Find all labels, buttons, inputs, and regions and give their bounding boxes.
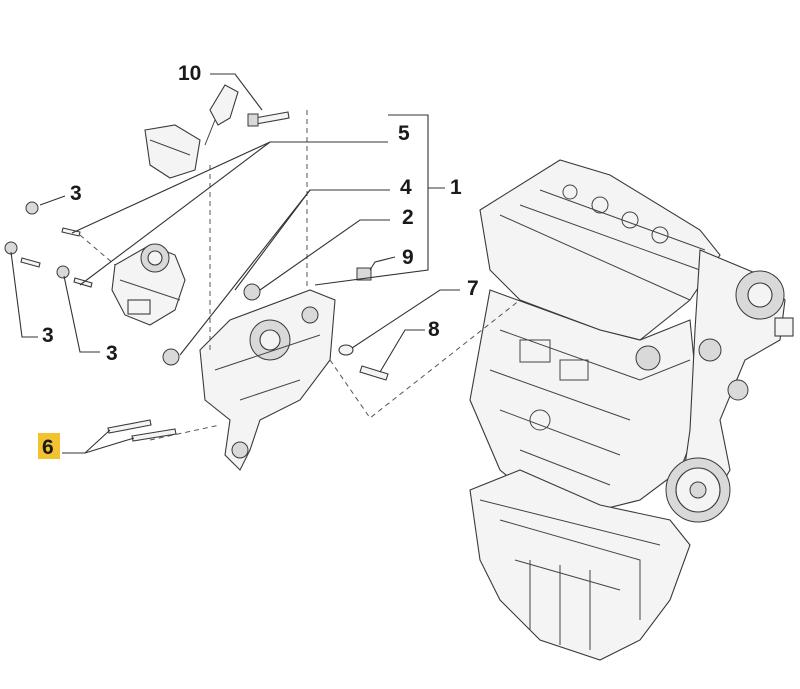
callout-9[interactable]: 9 bbox=[402, 246, 414, 269]
callout-6[interactable]: 6 bbox=[42, 436, 54, 459]
assembly-dashed-lines bbox=[79, 110, 521, 441]
upper-bracket-illustration bbox=[144, 84, 239, 179]
callout-leader-lines bbox=[10, 73, 460, 454]
bolt-8-part bbox=[359, 365, 389, 381]
high-pressure-pump-illustration bbox=[111, 243, 186, 326]
bolt-10-head bbox=[247, 113, 259, 127]
callout-3-left[interactable]: 3 bbox=[42, 324, 54, 347]
bolt-6a-part bbox=[107, 419, 152, 434]
callout-6-highlight bbox=[38, 433, 60, 459]
callout-2[interactable]: 2 bbox=[402, 206, 414, 229]
callout-10[interactable]: 10 bbox=[178, 62, 201, 85]
callout-8[interactable]: 8 bbox=[428, 318, 440, 341]
bushing-2-part bbox=[243, 283, 261, 301]
stud-parts bbox=[20, 227, 93, 288]
washer-7-part bbox=[338, 344, 354, 356]
plug-4-part bbox=[162, 348, 180, 366]
callout-1[interactable]: 1 bbox=[450, 176, 462, 199]
bolt-10-part bbox=[254, 111, 290, 125]
engine-assembly-illustration bbox=[469, 159, 794, 661]
plug-9-part bbox=[356, 267, 372, 281]
callout-5[interactable]: 5 bbox=[398, 122, 410, 145]
pump-support-bracket-illustration bbox=[199, 289, 336, 471]
callout-3-middle[interactable]: 3 bbox=[106, 342, 118, 365]
callout-3-top[interactable]: 3 bbox=[70, 182, 82, 205]
bolt-6b-part bbox=[131, 428, 177, 442]
callout-4[interactable]: 4 bbox=[400, 176, 412, 199]
callout-7[interactable]: 7 bbox=[467, 277, 479, 300]
